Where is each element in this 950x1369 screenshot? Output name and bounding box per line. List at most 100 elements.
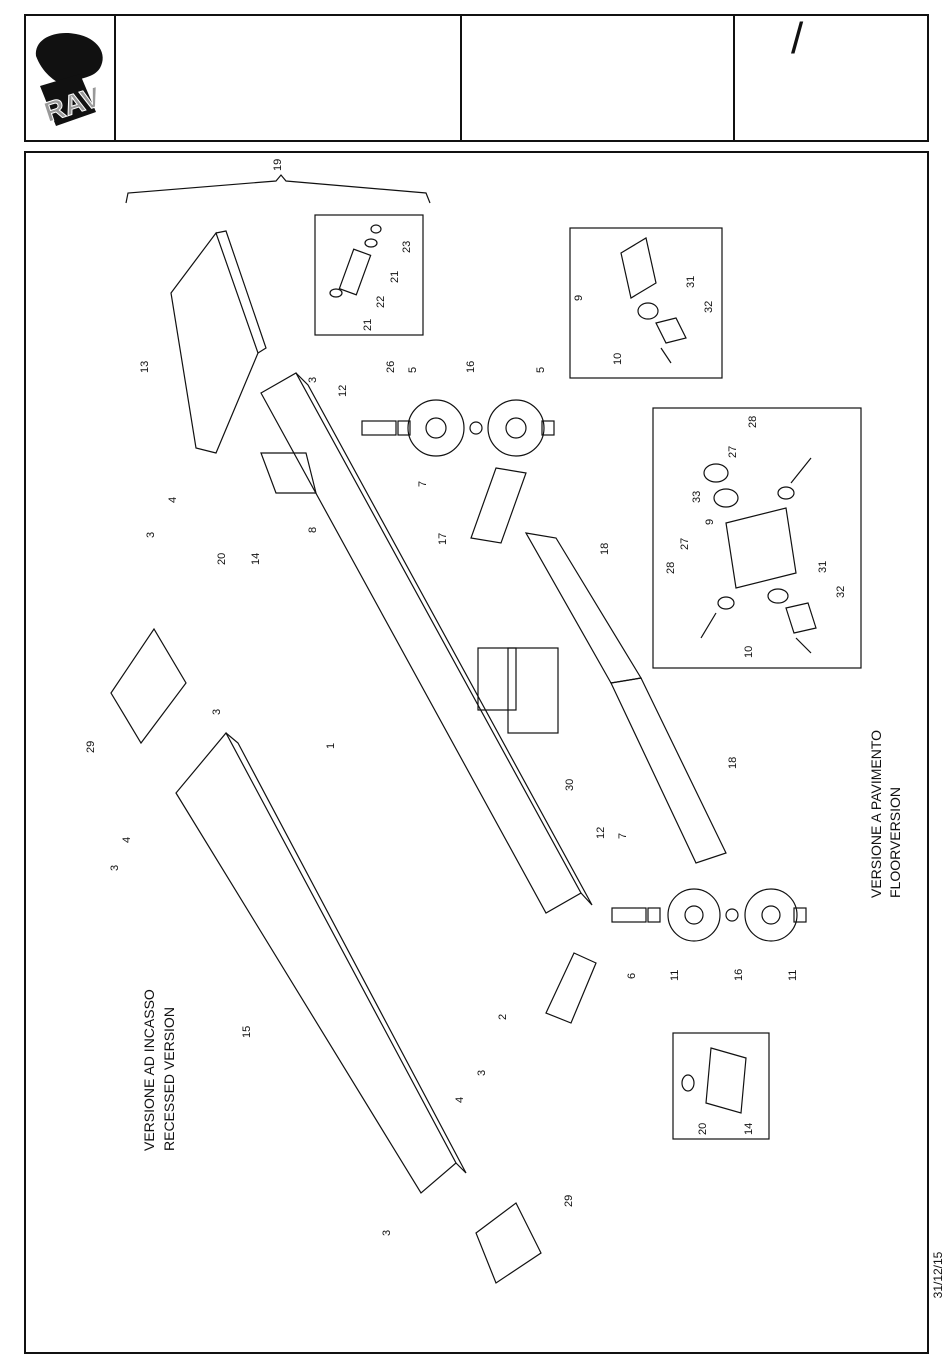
callout-31: 31 xyxy=(685,276,697,288)
callout-14: 14 xyxy=(250,553,262,565)
callout-28: 28 xyxy=(747,416,759,428)
callout-27b: 27 xyxy=(679,538,691,550)
pulley-5b xyxy=(488,400,544,456)
mini-axle xyxy=(478,648,516,710)
callout-21b: 21 xyxy=(389,271,401,283)
callout-18b: 18 xyxy=(727,757,739,769)
group-brace xyxy=(126,175,430,203)
seal-33b xyxy=(714,489,738,507)
drawing-frame: 19 21 22 21 23 13 3 12 26 5 16 5 4 3 8 7… xyxy=(24,151,929,1354)
callout-1: 1 xyxy=(325,743,337,749)
callout-28b: 28 xyxy=(665,562,677,574)
callout-3f: 3 xyxy=(381,1230,393,1236)
revision-cell: / xyxy=(733,16,927,140)
callout-14b: 14 xyxy=(743,1123,755,1135)
callout-9b: 9 xyxy=(704,519,716,525)
bolt-28 xyxy=(791,458,811,483)
callout-29a: 29 xyxy=(85,741,97,753)
callout-8: 8 xyxy=(307,527,319,533)
callout-3b: 3 xyxy=(145,532,157,538)
pin-10 xyxy=(661,348,671,363)
track-1 xyxy=(261,373,581,913)
pulley-5a xyxy=(408,400,464,456)
callout-11a: 11 xyxy=(669,970,681,981)
callout-20b: 20 xyxy=(697,1123,709,1135)
inset-pin xyxy=(315,215,423,335)
callout-3d: 3 xyxy=(109,865,121,871)
shaft-26 xyxy=(362,421,396,435)
callout-3e: 3 xyxy=(476,1070,488,1076)
bracket-8 xyxy=(261,453,316,493)
callout-18a: 18 xyxy=(599,543,611,555)
callout-15: 15 xyxy=(241,1026,253,1038)
callout-16: 16 xyxy=(465,361,477,373)
callout-26: 26 xyxy=(385,361,397,373)
track-15-side xyxy=(226,733,466,1173)
block-9 xyxy=(726,508,796,588)
callout-4: 4 xyxy=(167,497,179,503)
revision-mark: / xyxy=(791,14,803,64)
plate-29b xyxy=(476,1203,541,1283)
callout-4b: 4 xyxy=(121,837,133,843)
bush-11 xyxy=(648,908,660,922)
callout-10: 10 xyxy=(612,353,624,365)
roller-22 xyxy=(339,249,370,295)
callout-12b: 12 xyxy=(595,827,607,839)
track-15 xyxy=(176,733,456,1193)
washer-21 xyxy=(365,239,377,247)
nut-32 xyxy=(656,318,686,343)
bearing-16 xyxy=(470,422,482,434)
pulley-11a xyxy=(668,889,720,941)
plate-2 xyxy=(546,953,596,1023)
callout-5a: 5 xyxy=(407,367,419,373)
callout-13: 13 xyxy=(139,361,151,373)
pulley-5a-hub xyxy=(426,418,446,438)
pulley-11a-hub xyxy=(685,906,703,924)
title-cell xyxy=(114,16,462,140)
code-cell xyxy=(460,16,735,140)
seal-33a xyxy=(704,464,728,482)
shaft-6 xyxy=(612,908,646,922)
pulley-11b-hub xyxy=(762,906,780,924)
stop-14 xyxy=(706,1048,746,1113)
callout-6: 6 xyxy=(626,973,638,979)
callout-7b: 7 xyxy=(617,833,629,839)
callout-11b: 11 xyxy=(787,970,799,981)
callout-5b: 5 xyxy=(535,367,547,373)
callout-7: 7 xyxy=(417,481,429,487)
caption-floor-en: FLOORVERSION xyxy=(887,787,903,898)
plate-17 xyxy=(471,468,526,543)
washer-31 xyxy=(638,303,658,319)
pulley-11b xyxy=(745,889,797,941)
date-text: 31/12/15 xyxy=(931,1252,945,1299)
caption-recessed-en: RECESSED VERSION xyxy=(161,1007,177,1151)
drawing-date: 31/12/15 xyxy=(930,1225,946,1325)
bush-11b xyxy=(794,908,806,922)
callout-9: 9 xyxy=(573,295,585,301)
callout-4c: 4 xyxy=(454,1097,466,1103)
caption-floor-it: VERSIONE A PAVIMENTO xyxy=(868,730,884,898)
washer-21b xyxy=(330,289,342,297)
title-block: RAV / xyxy=(24,14,929,142)
plate-18a xyxy=(526,533,641,683)
pulley-5b-hub xyxy=(506,418,526,438)
callout-19: 19 xyxy=(272,159,284,171)
rav-logo: RAV xyxy=(26,16,114,140)
callout-33: 33 xyxy=(691,491,703,503)
plate-29a xyxy=(111,629,186,743)
callout-10b: 10 xyxy=(743,646,755,658)
ring-23 xyxy=(371,225,381,233)
callout-20: 20 xyxy=(216,553,228,565)
callout-29b: 29 xyxy=(563,1195,575,1207)
callout-23: 23 xyxy=(401,241,413,253)
callout-32b: 32 xyxy=(835,586,847,598)
callout-31b: 31 xyxy=(817,561,829,573)
callout-3: 3 xyxy=(307,377,319,383)
callout-22: 22 xyxy=(375,296,387,308)
callout-32: 32 xyxy=(703,301,715,313)
axle-9 xyxy=(621,238,656,298)
bolt-28b xyxy=(701,613,716,638)
washer-27b xyxy=(718,597,734,609)
ramp-13-edge xyxy=(216,231,266,353)
logo-cell: RAV xyxy=(26,16,116,140)
